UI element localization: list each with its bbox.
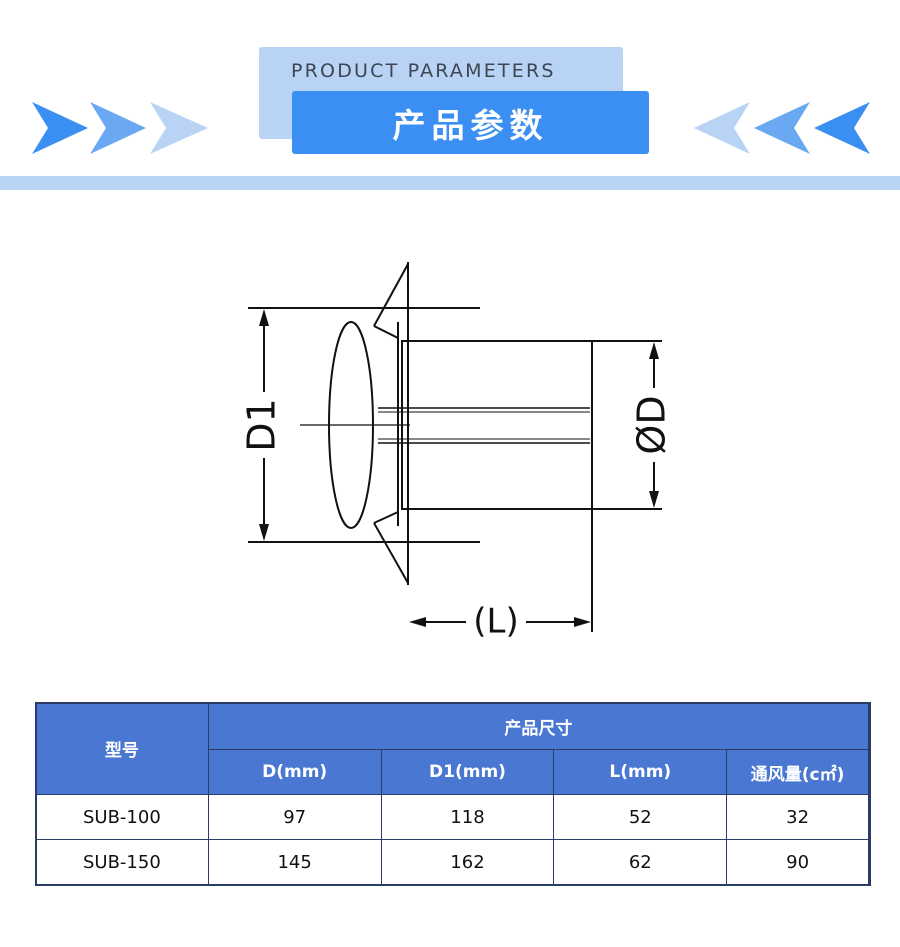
cell-flow: 90 (726, 839, 869, 885)
header-main-banner: 产品参数 (292, 91, 649, 154)
header-subtitle: PRODUCT PARAMETERS (291, 60, 556, 82)
cell-d1: 118 (380, 794, 555, 840)
arrow-left-icon (814, 102, 870, 154)
cell-l: 52 (553, 794, 728, 840)
header-divider (0, 176, 900, 190)
dimension-arrowhead (649, 491, 659, 508)
spec-table: 型号 产品尺寸 D(mm) D1(mm) L(mm) 通风量(c㎡) SUB-1… (35, 702, 870, 885)
model-header: 型号 (35, 702, 209, 795)
label-d: ØD (630, 395, 674, 454)
column-header: 通风量(c㎡) (726, 749, 869, 795)
column-header: D1(mm) (380, 749, 555, 795)
dimension-arrowhead (259, 524, 269, 541)
arrow-left-icon (754, 102, 810, 154)
page-title: 产品参数 (392, 105, 549, 145)
arrow-left-icon (694, 102, 750, 154)
dimension-arrowhead (649, 342, 659, 359)
dimension-arrowhead (409, 617, 426, 627)
right-arrows-icon (694, 102, 870, 154)
cell-d: 145 (207, 839, 382, 885)
size-header: 产品尺寸 (207, 702, 870, 750)
cell-l: 62 (553, 839, 728, 885)
arrow-right-icon (32, 102, 88, 154)
table-row: SUB-150 145 162 62 90 (35, 839, 869, 885)
table-row: SUB-100 97 118 52 32 (35, 794, 869, 840)
label-l: (L) (473, 602, 518, 642)
cell-flow: 32 (726, 794, 869, 840)
cell-d1: 162 (380, 839, 555, 885)
column-header: L(mm) (553, 749, 728, 795)
column-header: D(mm) (207, 749, 382, 795)
arrow-right-icon (90, 102, 146, 154)
arrow-right-icon (150, 102, 208, 154)
dimension-arrowhead (259, 309, 269, 326)
cell-d: 97 (207, 794, 382, 840)
left-arrows-icon (32, 102, 208, 154)
cell-model: SUB-150 (35, 839, 209, 885)
cell-model: SUB-100 (35, 794, 209, 840)
label-d1: D1 (240, 398, 284, 451)
dimension-arrowhead (574, 617, 591, 627)
product-dimension-diagram: D1 ØD (L) (240, 262, 674, 642)
